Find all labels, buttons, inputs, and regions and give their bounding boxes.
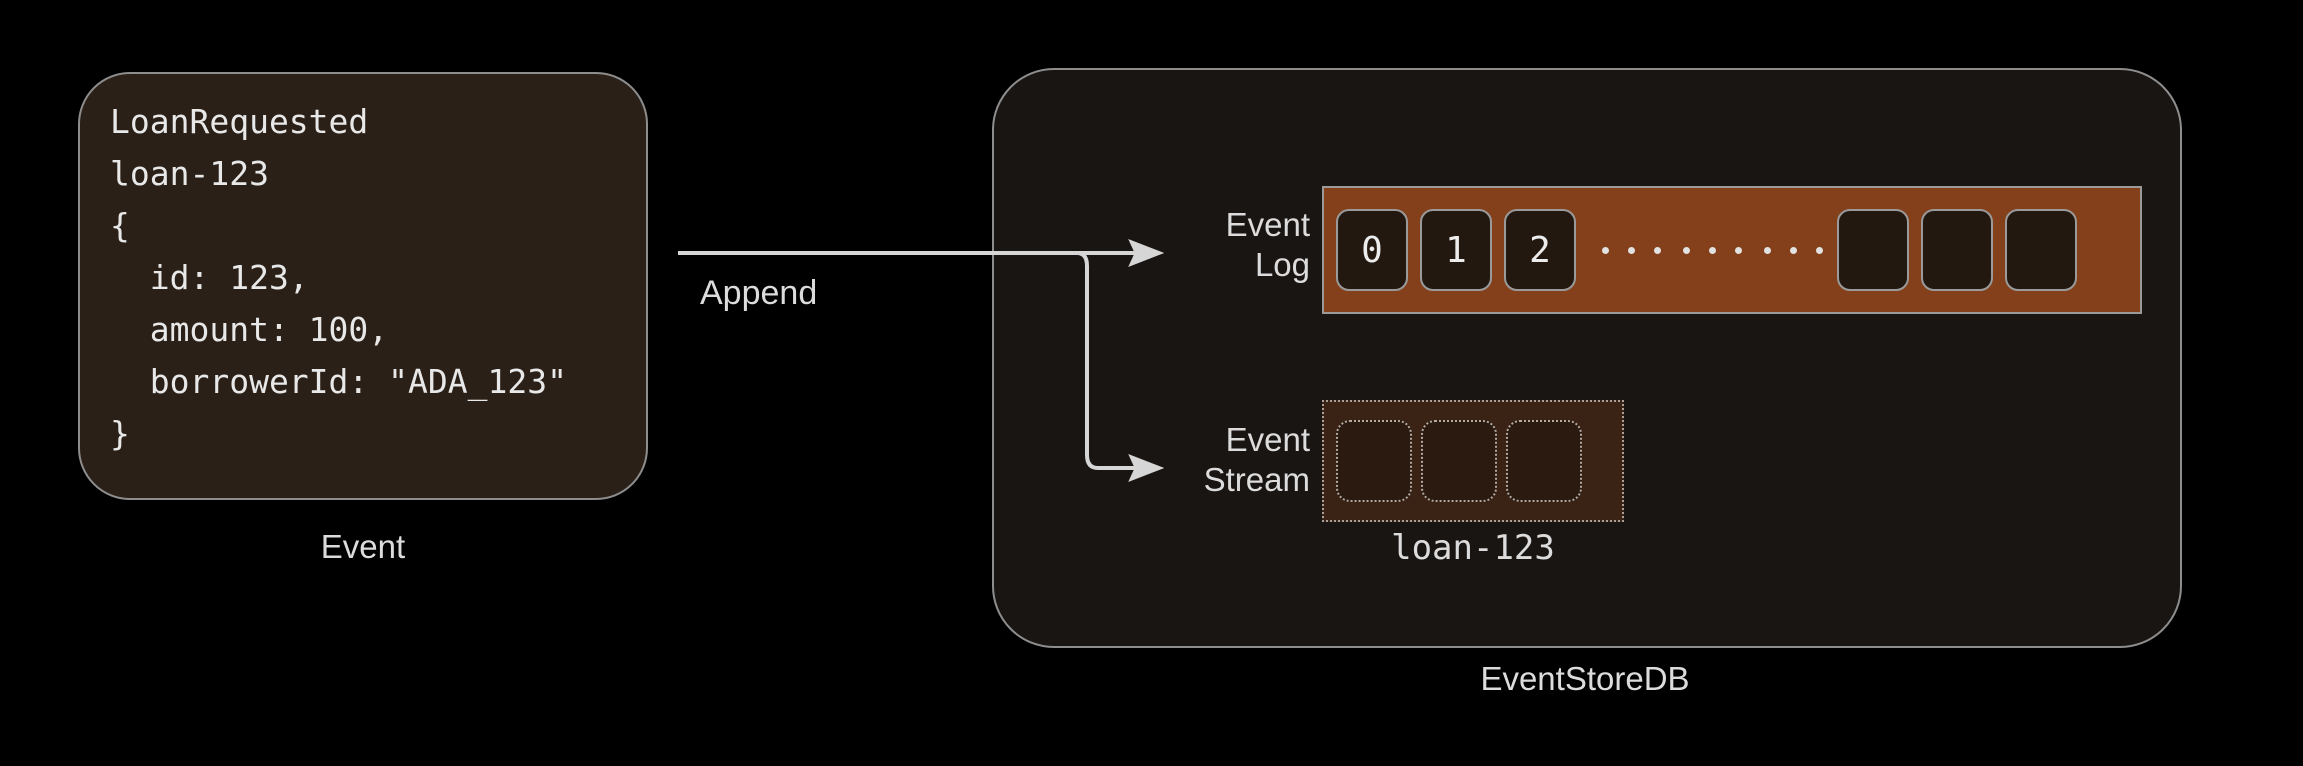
event-card-caption: Event: [320, 528, 406, 565]
ellipsis-dot: [1735, 246, 1742, 254]
ellipsis-dot: [1816, 246, 1823, 254]
event-stream-label: Event Stream: [1203, 421, 1310, 498]
ellipsis-dot: [1764, 246, 1771, 254]
ellipsis-dot: [1790, 246, 1797, 254]
event-log-cell-empty: [2005, 209, 2077, 291]
event-stream-cell-empty: [1336, 420, 1412, 502]
event-card-code: LoanRequested loan-123 { id: 123, amount…: [110, 102, 567, 453]
append-label: Append: [700, 274, 818, 312]
eventstoredb-container: [992, 68, 2182, 648]
event-log-cell: 1: [1420, 209, 1492, 291]
ellipsis-group: [1683, 246, 1742, 254]
event-stream-name: loan-123: [1391, 528, 1555, 568]
ellipsis-dot: [1628, 246, 1635, 254]
ellipsis-group: [1602, 246, 1661, 254]
ellipsis-group: [1764, 246, 1823, 254]
event-log-cell-empty: [1921, 209, 1993, 291]
event-log-bar: 0 1 2: [1322, 186, 2142, 314]
ellipsis-dot: [1683, 246, 1690, 254]
event-log-cell: 0: [1336, 209, 1408, 291]
ellipsis-dot: [1602, 246, 1609, 254]
event-log-ellipsis: [1602, 246, 1823, 254]
event-stream-bar: [1322, 400, 1624, 522]
event-stream-cell-empty: [1421, 420, 1497, 502]
eventstoredb-caption: EventStoreDB: [1480, 660, 1690, 697]
event-card: LoanRequested loan-123 { id: 123, amount…: [78, 72, 648, 500]
ellipsis-dot: [1654, 246, 1661, 254]
event-log-cell: 2: [1504, 209, 1576, 291]
event-stream-cell-empty: [1506, 420, 1582, 502]
event-log-label: Event Log: [1225, 206, 1310, 283]
ellipsis-dot: [1709, 246, 1716, 254]
event-log-cell-empty: [1837, 209, 1909, 291]
